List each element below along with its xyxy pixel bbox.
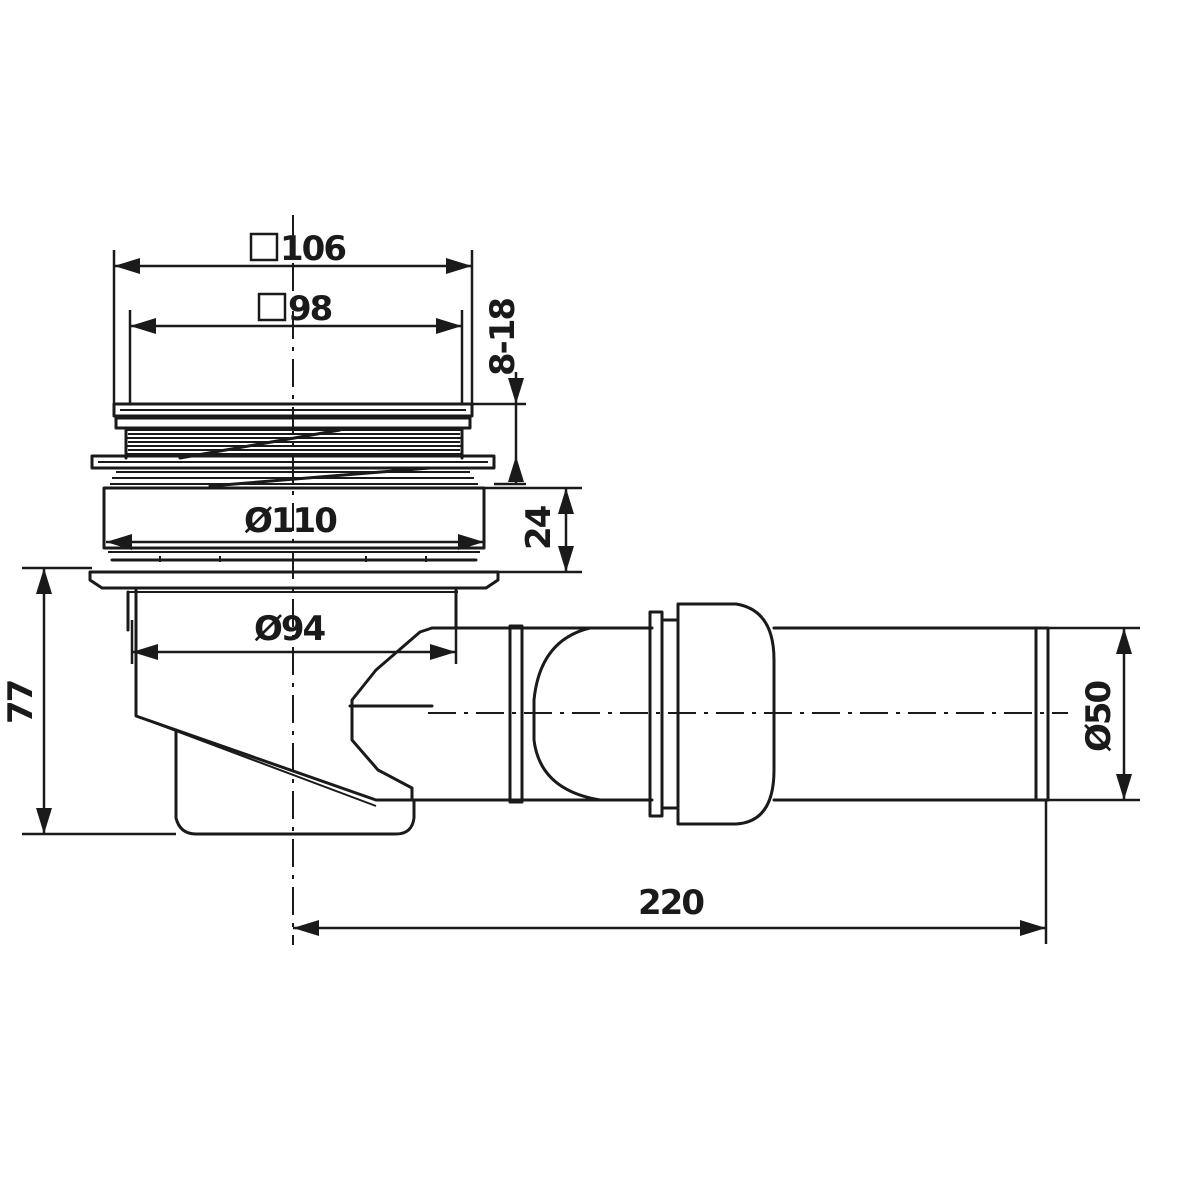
dimension-106-label: 106 [280, 229, 345, 269]
dimension-24: 24 [484, 486, 582, 574]
dimension-24-label: 24 [519, 505, 559, 550]
dimension-77: 77 [1, 566, 176, 836]
threaded-neck [124, 426, 464, 460]
square-section-icon [257, 292, 287, 322]
dimension-d94: Ø94 [130, 609, 458, 664]
dimension-220-label: 220 [638, 883, 704, 923]
dimension-d110-label: Ø110 [244, 501, 337, 541]
dimension-d110: Ø110 [106, 501, 484, 550]
dimension-98: 98 [128, 289, 464, 404]
main-body [102, 483, 486, 562]
dimension-d50: Ø50 [1048, 626, 1140, 802]
dimension-d94-label: Ø94 [254, 609, 326, 649]
dimension-98-label: 98 [288, 289, 332, 329]
dimension-106: 106 [112, 229, 474, 404]
dimension-77-label: 77 [1, 681, 41, 724]
top-grate [112, 402, 474, 430]
square-section-icon [249, 232, 279, 262]
dimension-8-18-label: 8-18 [483, 299, 523, 376]
dimension-8-18: 8-18 [472, 299, 526, 486]
dimension-220: 220 [293, 800, 1048, 944]
outlet-pipe [348, 602, 1050, 826]
dimension-d50-label: Ø50 [1079, 680, 1119, 752]
